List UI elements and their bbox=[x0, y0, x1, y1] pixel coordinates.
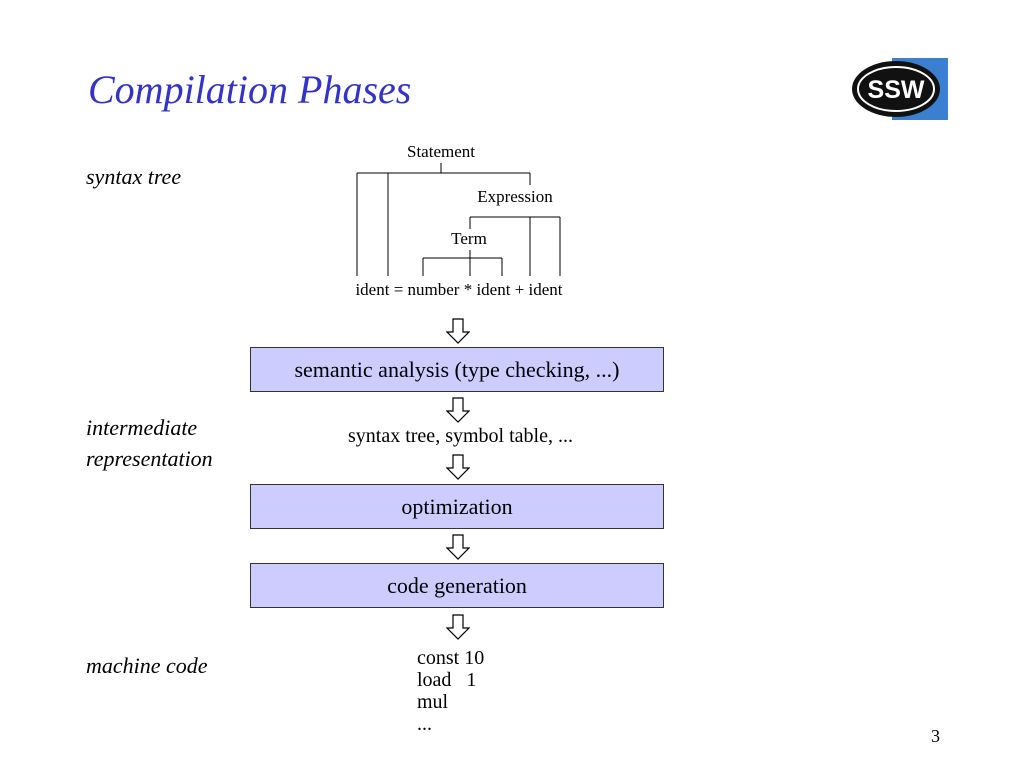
tree-node-expression: Expression bbox=[477, 187, 553, 206]
tree-edges bbox=[356, 163, 561, 276]
page-number: 3 bbox=[931, 726, 940, 746]
slide-title: Compilation Phases bbox=[88, 67, 412, 112]
machine-code-line: mul bbox=[417, 691, 449, 713]
intermediate-representation-text: syntax tree, symbol table, ... bbox=[348, 425, 573, 447]
machine-code-line: load 1 bbox=[417, 669, 477, 691]
down-arrow-icon bbox=[446, 614, 470, 640]
label-syntax-tree: syntax tree bbox=[86, 164, 182, 189]
phase-code-generation: code generation bbox=[250, 563, 664, 608]
down-arrow-icon bbox=[446, 454, 470, 480]
label-representation: representation bbox=[86, 446, 213, 471]
down-arrow-icon bbox=[446, 318, 470, 344]
logo-ring bbox=[852, 61, 940, 117]
down-arrow-icon bbox=[446, 534, 470, 560]
label-intermediate: intermediate bbox=[86, 415, 198, 440]
down-arrow-icon bbox=[446, 397, 470, 423]
syntax-tree-diagram: Statement Expression Term ident = number… bbox=[355, 142, 562, 299]
tree-node-statement: Statement bbox=[407, 142, 475, 161]
phase-semantic-analysis: semantic analysis (type checking, ...) bbox=[250, 347, 664, 392]
label-machine-code: machine code bbox=[86, 653, 208, 678]
machine-code-line: ... bbox=[417, 713, 432, 735]
ssw-logo: SSW bbox=[852, 58, 948, 120]
machine-code-listing: const 10 load 1 mul ... bbox=[417, 647, 484, 735]
machine-code-line: const 10 bbox=[417, 647, 485, 669]
logo-text: SSW bbox=[868, 76, 925, 104]
tree-node-term: Term bbox=[451, 229, 487, 248]
phase-optimization: optimization bbox=[250, 484, 664, 529]
tree-tokens: ident = number * ident + ident bbox=[355, 280, 562, 299]
